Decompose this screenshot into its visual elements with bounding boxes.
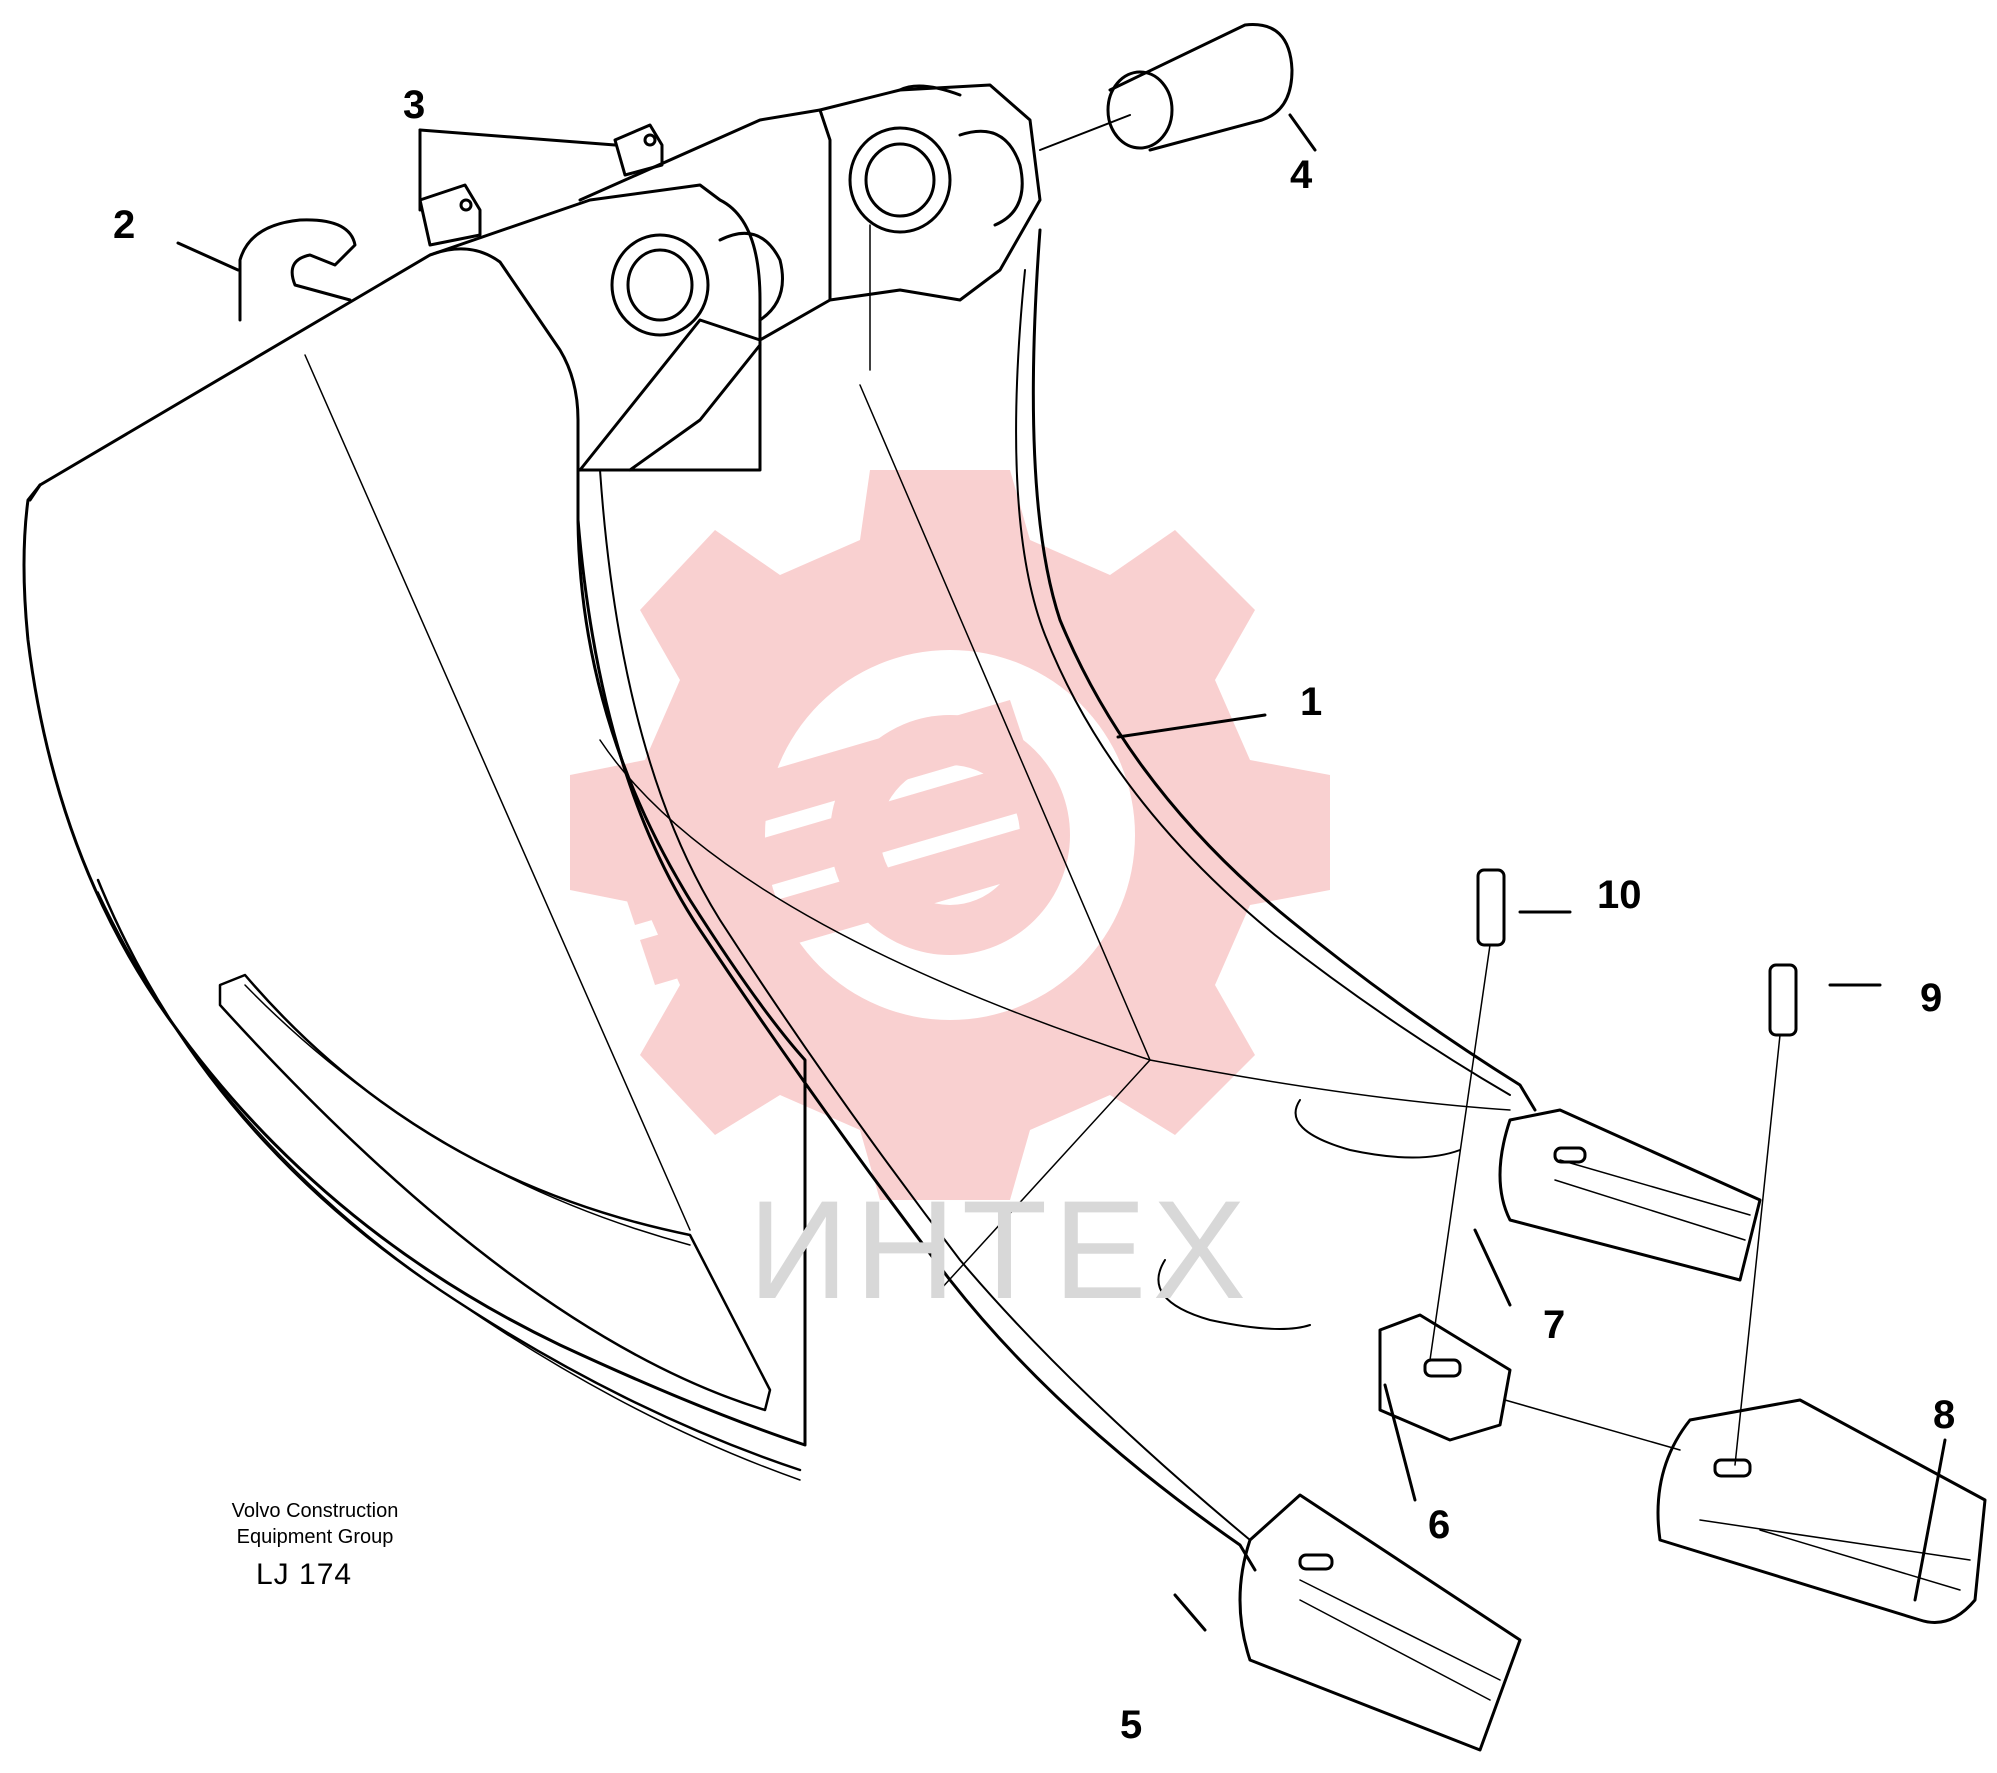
tooth-upper [1498, 1108, 1762, 1282]
small-bracket-left [418, 183, 482, 247]
callout-5: 5 [1120, 1703, 1143, 1747]
leader-lines [176, 113, 1947, 1632]
lifting-eye [238, 218, 357, 322]
callout-7: 7 [1543, 1303, 1566, 1347]
mounting-brackets [578, 83, 1131, 472]
small-bracket-right [613, 123, 664, 177]
watermark-text: ИНТЕХ [748, 1171, 1253, 1328]
publisher-credit: Volvo Construction Equipment Group [205, 1498, 425, 1550]
callout-4: 4 [1290, 153, 1313, 197]
adapter-middle [1378, 1313, 1512, 1442]
callout-2: 2 [113, 203, 136, 247]
callout-3: 3 [403, 83, 426, 127]
retainer-pin-10 [1429, 868, 1506, 1361]
callout-8: 8 [1933, 1393, 1956, 1437]
credit-line-2: Equipment Group [236, 1526, 394, 1548]
callout-9: 9 [1920, 976, 1943, 1020]
callout-6: 6 [1428, 1503, 1451, 1547]
pin-part [1106, 23, 1294, 152]
bucket-side-plate [22, 247, 807, 1447]
callout-1: 1 [1300, 680, 1323, 724]
bucket-shell [428, 183, 762, 472]
tooth-lower [1238, 1493, 1522, 1752]
retainer-pin-9 [1734, 963, 1798, 1466]
callout-10: 10 [1597, 873, 1642, 917]
drawing-code: LJ 174 [256, 1558, 353, 1591]
credit-line-1: Volvo Construction [231, 1500, 399, 1522]
